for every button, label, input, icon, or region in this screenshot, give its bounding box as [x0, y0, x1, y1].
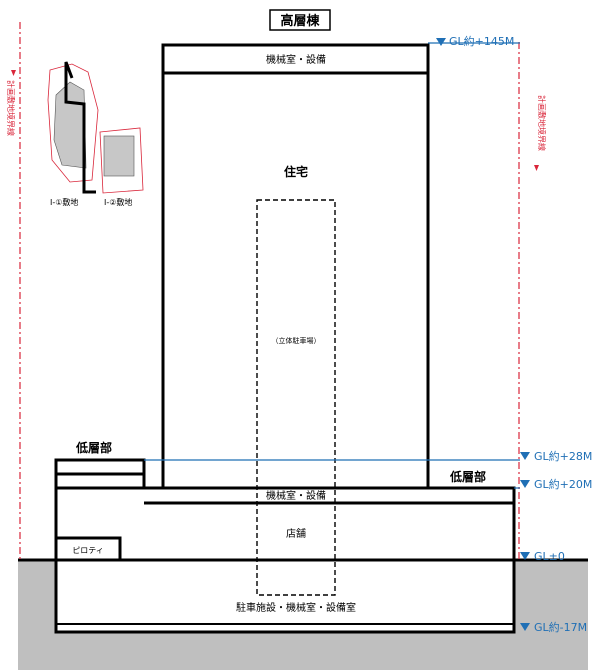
boundary-label-left: 計画敷地境界線	[6, 80, 16, 136]
section-line	[64, 61, 96, 194]
keymap-site1-label: Ⅰ-①敷地	[50, 197, 78, 207]
podium-body	[54, 486, 516, 562]
site1-boundary	[47, 63, 99, 183]
title-box	[269, 9, 331, 31]
tower-body	[161, 43, 430, 490]
boundary-arrow-left	[11, 70, 16, 76]
label-parking-tower: （立体駐車場）	[272, 336, 321, 345]
level-label-28: GL約+28M	[534, 449, 592, 463]
level-label-gl0: GL±0	[534, 550, 565, 563]
label-low-left: 低層部	[75, 440, 112, 455]
label-residence: 住宅	[284, 164, 308, 179]
parking-tower-outline	[256, 199, 336, 596]
label-piloti: ピロティ	[72, 546, 104, 555]
site2-building	[103, 135, 135, 177]
level-marker-top	[436, 38, 446, 46]
label-low-right: 低層部	[449, 469, 486, 484]
boundary-label-right: 計画敷地境界線	[537, 95, 547, 151]
level-label-b17: GL約-17M	[534, 620, 587, 634]
label-machine-mid: 機械室・設備	[266, 489, 326, 502]
level-marker-28	[520, 452, 530, 460]
keymap-site2-label: Ⅰ-②敷地	[104, 197, 132, 207]
level-marker-20	[520, 480, 530, 488]
piloti-box	[54, 536, 122, 562]
page-title: 高層棟	[280, 13, 320, 29]
basement-box	[54, 558, 516, 634]
label-basement: 駐車施設・機械室・設備室	[236, 601, 356, 614]
key-map: Ⅰ-①敷地 Ⅰ-②敷地	[47, 61, 144, 207]
level-label-20: GL約+20M	[534, 477, 592, 491]
site2-boundary	[99, 127, 144, 194]
site1-building	[53, 81, 87, 169]
label-machine-top: 機械室・設備	[266, 53, 326, 66]
label-shops: 店舗	[286, 527, 306, 540]
boundary-arrow-right	[534, 165, 539, 171]
level-label-top: GL約+145M	[449, 34, 514, 48]
level-marker-gl0	[520, 552, 530, 560]
level-marker-b17	[520, 623, 530, 631]
